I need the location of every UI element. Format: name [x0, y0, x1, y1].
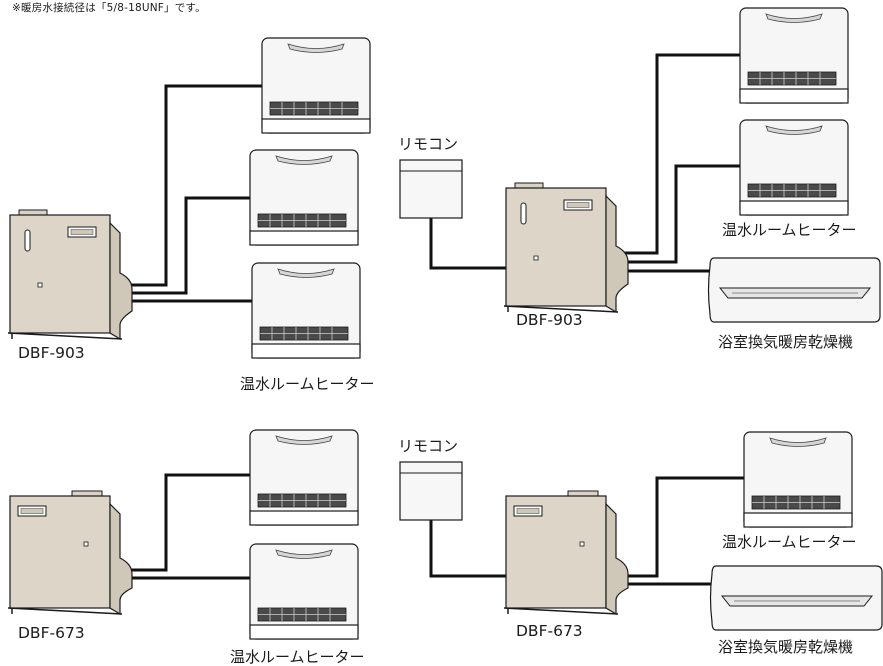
system-2 — [399, 7, 881, 323]
room-heater — [249, 543, 359, 640]
system-3 — [7, 429, 359, 640]
heater-label: 温水ルームヒーター — [230, 648, 365, 666]
room-heater — [261, 37, 371, 134]
pipe-lines — [429, 476, 744, 586]
heater-label: 温水ルームヒーター — [240, 375, 375, 393]
remote-label: リモコン — [398, 135, 459, 153]
model-label: DBF-673 — [18, 624, 85, 642]
system-4 — [399, 431, 883, 631]
remote-controller — [399, 461, 463, 521]
room-heater — [739, 7, 849, 104]
room-heater — [743, 431, 853, 528]
boiler-dbf903 — [503, 182, 629, 313]
room-heater — [739, 119, 849, 216]
model-label: DBF-903 — [18, 344, 85, 362]
pipe-lines — [122, 84, 262, 303]
remote-controller — [399, 159, 463, 219]
room-heater — [249, 149, 359, 246]
connection-size-note: ※暖房水接続径は「5/8-18UNF」です。 — [12, 2, 206, 14]
boiler-dbf673 — [503, 490, 629, 615]
bathroom-dryer — [707, 257, 881, 323]
model-label: DBF-673 — [516, 622, 583, 640]
room-heater — [249, 429, 359, 526]
system-1 — [7, 37, 371, 359]
boiler-dbf673 — [7, 490, 133, 615]
room-heater — [251, 262, 361, 359]
bath-dryer-label: 浴室換気暖房乾燥機 — [718, 638, 854, 656]
model-label: DBF-903 — [516, 311, 583, 329]
pipe-lines — [429, 53, 740, 273]
bathroom-dryer — [709, 565, 883, 631]
remote-label: リモコン — [398, 437, 459, 455]
bath-dryer-label: 浴室換気暖房乾燥機 — [718, 333, 854, 351]
boiler-dbf903 — [7, 209, 133, 340]
heater-label: 温水ルームヒーター — [722, 533, 857, 551]
pipe-lines — [122, 473, 250, 580]
heater-label: 温水ルームヒーター — [722, 221, 857, 239]
